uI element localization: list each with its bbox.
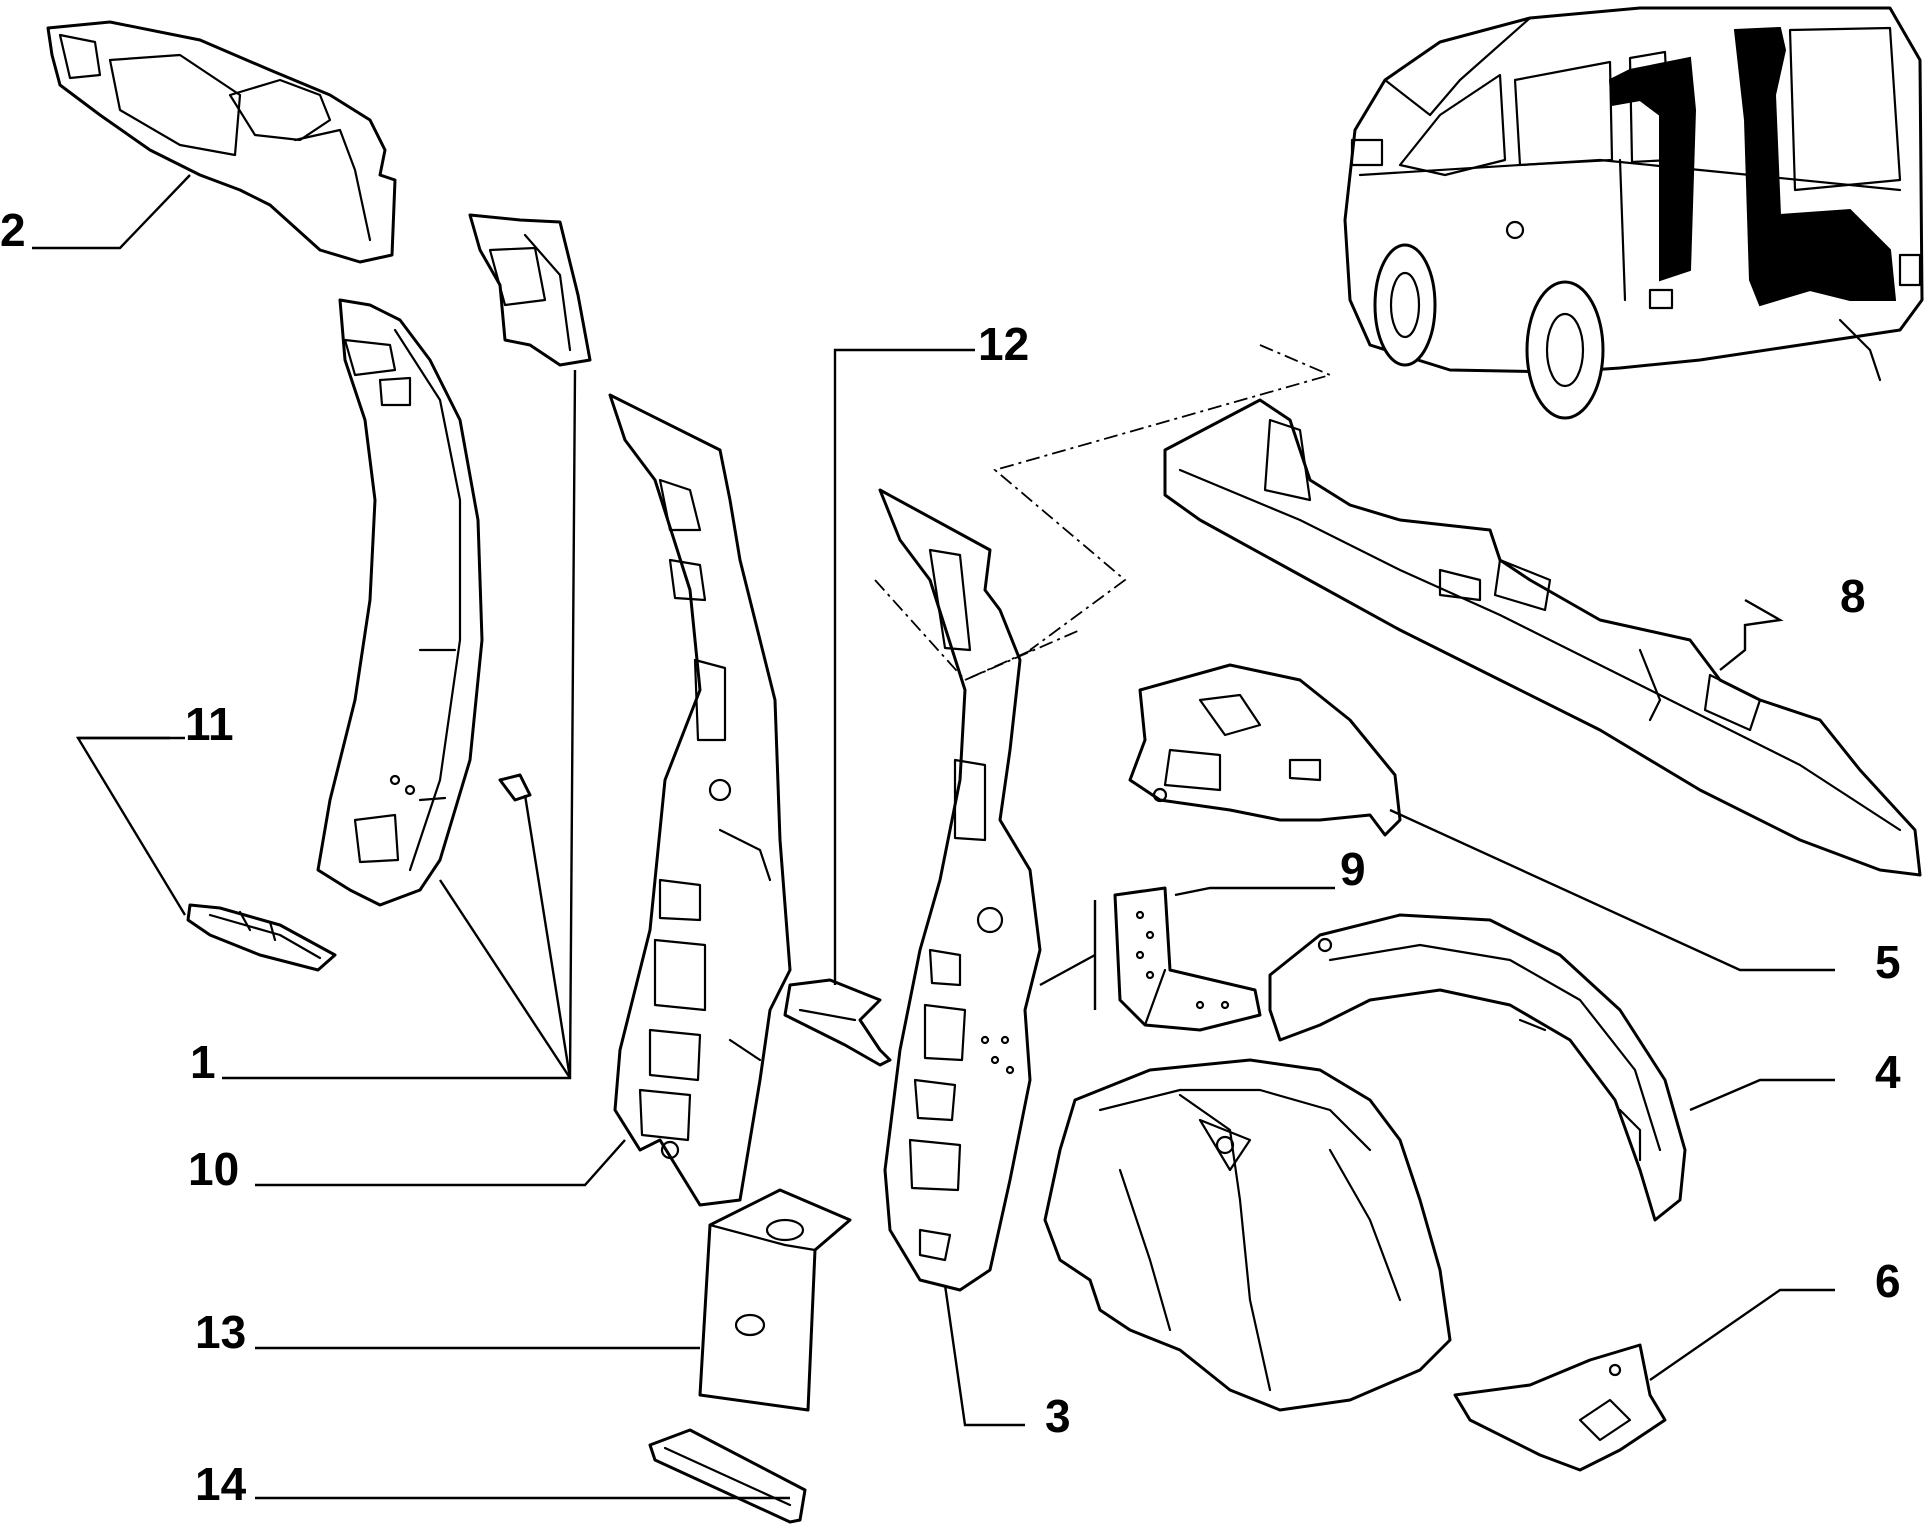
part-9-angle-bracket [1113, 886, 1262, 1032]
callout-5: 5 [1875, 936, 1901, 988]
leader-8 [1719, 598, 1784, 671]
callout-3: 3 [1045, 1390, 1071, 1442]
reference-lines [874, 344, 1333, 682]
leader-1-bracket [523, 794, 572, 1079]
callout-8: 8 [1840, 570, 1866, 622]
callout-10: 10 [188, 1143, 239, 1195]
leader-lines [32, 174, 1835, 1500]
part-1-upper-bracket [468, 213, 592, 367]
callout-4: 4 [1875, 1046, 1901, 1098]
part-2-upper-rear-panel [46, 20, 397, 264]
leader-2 [32, 174, 191, 250]
leader-10 [255, 1139, 626, 1187]
part-4-wheel-arch-outer [1268, 913, 1687, 1222]
leader-6 [1649, 1288, 1835, 1381]
callouts: 2 11 1 10 13 14 12 3 8 5 9 4 6 [0, 204, 1901, 1510]
callout-9: 9 [1340, 843, 1366, 895]
part-6-small-bracket [1453, 1343, 1667, 1472]
callout-6: 6 [1875, 1255, 1901, 1307]
part-14-channel [648, 1428, 807, 1524]
callout-13: 13 [195, 1306, 246, 1358]
leader-3 [943, 1284, 1025, 1427]
part-5-wheelarch-upper-panel [1128, 663, 1402, 837]
leader-11-top [75, 736, 187, 916]
leader-4 [1689, 1078, 1835, 1112]
part-10-inner-pillar [608, 393, 792, 1207]
leader-9-link [1039, 953, 1096, 987]
callout-12: 12 [978, 318, 1029, 370]
callout-2: 2 [0, 204, 26, 256]
part-13-plate-bracket [698, 1188, 852, 1412]
part-3-center-pillar [878, 488, 1042, 1292]
leader-5 [1389, 808, 1835, 972]
part-1-c-pillar [316, 298, 484, 907]
part-1-small-bracket [498, 773, 532, 802]
part-12-small-bracket [783, 978, 892, 1067]
part-11-small-panel [186, 903, 337, 972]
leader-1-pillar [438, 879, 572, 1079]
callout-11: 11 [185, 698, 234, 750]
leader-12 [833, 348, 975, 985]
inner-wheelhouse [1043, 1058, 1452, 1412]
leader-9 [1174, 886, 1335, 897]
part-8-sill-member [1163, 398, 1922, 877]
callout-14: 14 [195, 1458, 247, 1510]
callout-1: 1 [190, 1036, 216, 1088]
van-overview [1343, 6, 1924, 420]
